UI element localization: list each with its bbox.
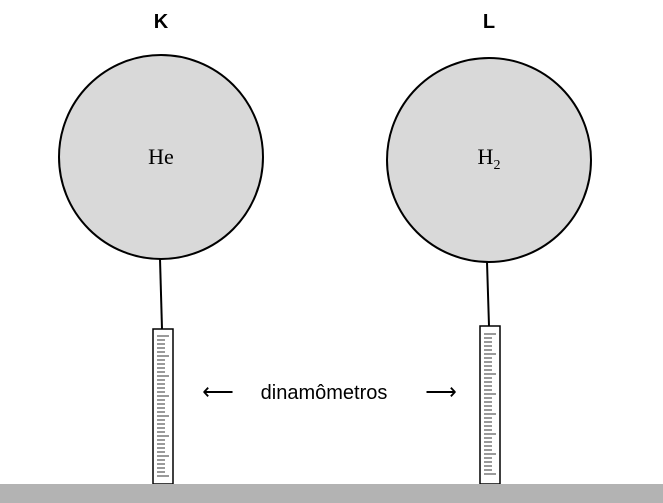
caption-left-arrow: ⟵ xyxy=(202,379,234,404)
balloon-l-gas-subscript: 2 xyxy=(493,158,500,173)
balloon-l-string xyxy=(486,261,490,327)
balloon-l-label: L xyxy=(483,11,495,33)
caption-text: dinamômetros xyxy=(261,382,388,404)
caption-right-arrow: ⟶ xyxy=(425,379,457,404)
ground xyxy=(0,484,663,503)
dynamometer-k-scale xyxy=(157,335,169,477)
balloon-l xyxy=(386,57,592,263)
caption-group: ⟵ dinamômetros ⟶ xyxy=(202,379,457,404)
balloon-k-group: K He xyxy=(58,11,264,485)
dynamometer-l xyxy=(479,325,501,485)
balloon-k-string xyxy=(159,258,163,330)
balloon-l-gas-main: H xyxy=(478,144,494,169)
balloon-l-gas: H2 xyxy=(478,144,501,173)
balloon-k-label: K xyxy=(154,11,169,33)
dynamometer-k xyxy=(152,328,174,485)
balloon-k-gas: He xyxy=(148,144,174,169)
balloon-l-group: L H2 xyxy=(386,11,592,485)
dynamometer-l-scale xyxy=(484,333,496,475)
